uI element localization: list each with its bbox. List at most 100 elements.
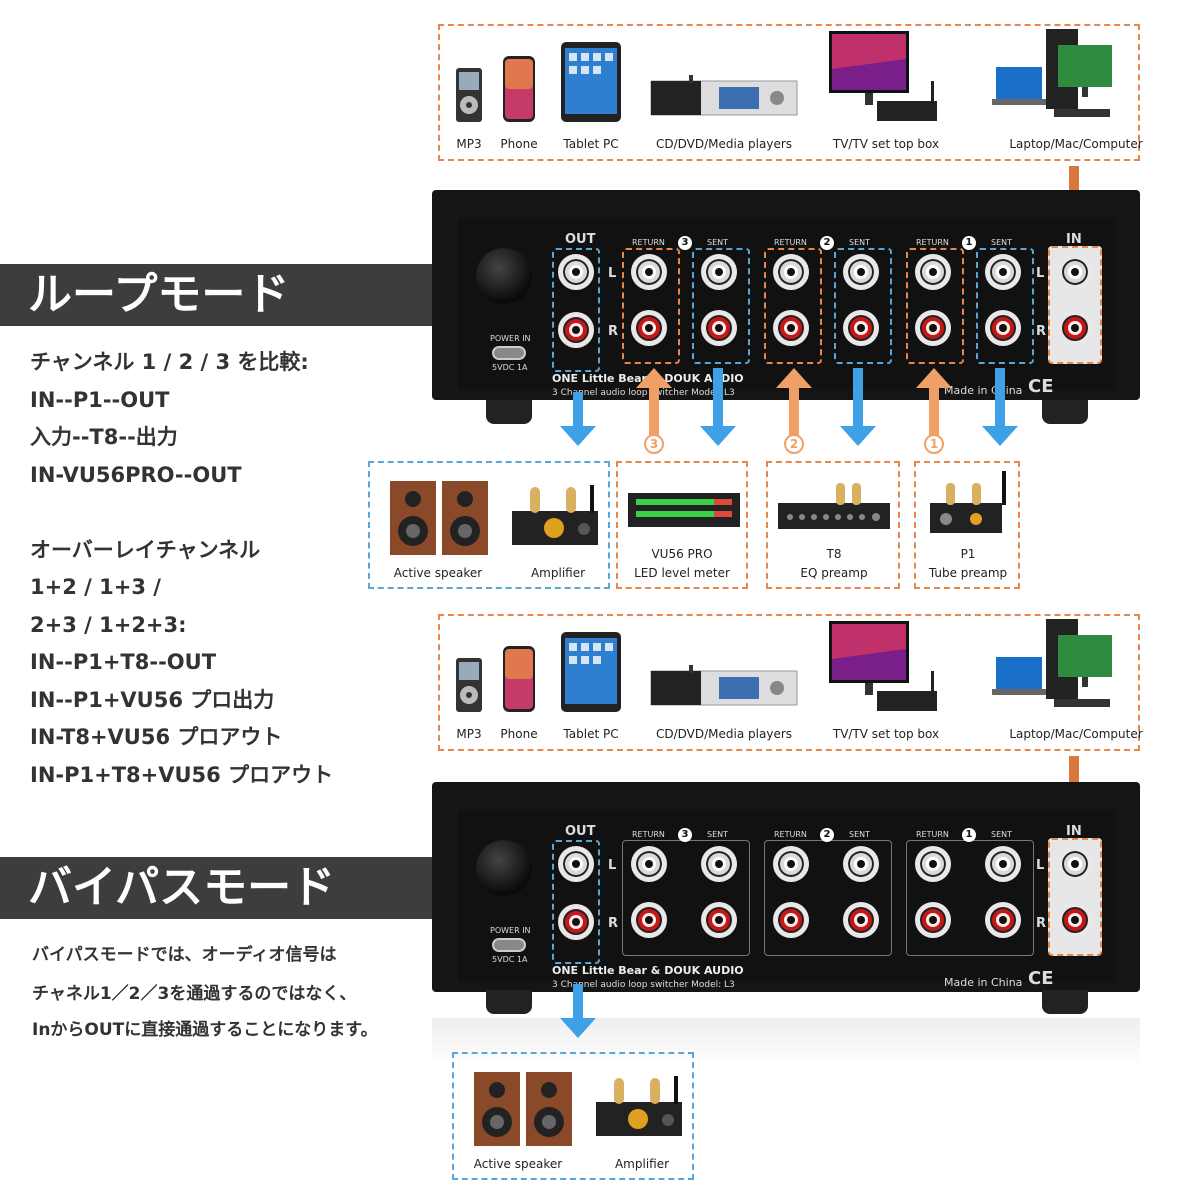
in-jack-right[interactable] bbox=[1057, 902, 1093, 938]
loop-number-3: 3 bbox=[644, 434, 664, 454]
ch1-return-left[interactable] bbox=[915, 846, 951, 882]
loop-switcher-unit-bottom: POWER IN 5VDC 1A OUT L R RETURN SENT 3 R… bbox=[432, 782, 1140, 992]
source-label-tablet: Tablet PC bbox=[563, 727, 619, 741]
ch2-sent-arrow-down bbox=[840, 368, 876, 448]
vu-meter-icon bbox=[628, 493, 740, 527]
power-in-label: POWER IN bbox=[490, 926, 531, 935]
ch3-return-group bbox=[622, 248, 680, 364]
selector-knob[interactable] bbox=[476, 840, 532, 896]
ch3-sent-arrow-down bbox=[700, 368, 736, 448]
ch2-sent-left[interactable] bbox=[843, 254, 879, 290]
source-label-tv: TV/TV set top box bbox=[832, 137, 940, 151]
ch1-return-right[interactable] bbox=[915, 902, 951, 938]
source-label-mp3: MP3 bbox=[456, 137, 482, 151]
ch2-return-right[interactable] bbox=[773, 902, 809, 938]
ch2-sent-left[interactable] bbox=[843, 846, 879, 882]
ch3-return-right[interactable] bbox=[631, 902, 667, 938]
device-foot bbox=[1042, 400, 1088, 424]
model-line: 3 Channel audio loop switcher Model: L3 bbox=[552, 388, 735, 398]
channel-number-3: 3 bbox=[678, 828, 692, 842]
ch2-return-right[interactable] bbox=[773, 310, 809, 346]
ch1-sent-right[interactable] bbox=[985, 310, 1021, 346]
ch3-sent-right[interactable] bbox=[701, 310, 737, 346]
ch3-return-arrow-up bbox=[636, 368, 672, 438]
phone-icon bbox=[502, 645, 536, 717]
tablet-icon bbox=[560, 41, 622, 127]
loop-text-line: 1+2 / 1+3 / bbox=[30, 575, 161, 599]
sent-label: SENT bbox=[849, 830, 871, 839]
ch3-sent-right[interactable] bbox=[701, 902, 737, 938]
eq-preamp-icon bbox=[778, 483, 890, 529]
source-devices-box-bottom: MP3 Phone Tablet PC CD/DVD/Media players… bbox=[438, 614, 1143, 751]
out-jack-right[interactable] bbox=[558, 312, 594, 348]
source-label-tablet: Tablet PC bbox=[563, 137, 619, 151]
usb-c-port bbox=[492, 938, 526, 952]
ch3-return-right[interactable] bbox=[631, 310, 667, 346]
ch3-sent-left[interactable] bbox=[701, 846, 737, 882]
sent-label: SENT bbox=[991, 830, 1013, 839]
bypass-mode-banner: バイパスモード bbox=[0, 857, 432, 919]
ch2-sent-right[interactable] bbox=[843, 902, 879, 938]
device-reflection bbox=[432, 1018, 1140, 1068]
ch1-return-group bbox=[906, 248, 964, 364]
t8-label: T8 bbox=[826, 547, 842, 561]
r-label: R bbox=[1036, 324, 1047, 339]
ch3-sent-left[interactable] bbox=[701, 254, 737, 290]
ch1-return-left[interactable] bbox=[915, 254, 951, 290]
loop-text-line: IN-T8+VU56 プロアウト bbox=[30, 725, 283, 749]
tablet-icon bbox=[560, 631, 622, 717]
loop-text-line: チャンネル 1 / 2 / 3 を比較: bbox=[30, 350, 309, 374]
ch1-sent-left[interactable] bbox=[985, 846, 1021, 882]
in-jack-left[interactable] bbox=[1057, 254, 1093, 290]
ce-mark: CE bbox=[1028, 968, 1054, 989]
source-label-media: CD/DVD/Media players bbox=[655, 137, 793, 151]
r-label: R bbox=[608, 916, 619, 931]
mp3-player-icon bbox=[455, 657, 483, 717]
selector-knob[interactable] bbox=[476, 248, 532, 304]
sent-label: SENT bbox=[991, 238, 1013, 247]
source-label-media: CD/DVD/Media players bbox=[655, 727, 793, 741]
out-label: OUT bbox=[565, 232, 596, 247]
media-player-icon bbox=[649, 73, 799, 127]
ch3-sent-group bbox=[692, 248, 750, 364]
sent-label: SENT bbox=[707, 830, 729, 839]
amplifier-icon bbox=[596, 1076, 682, 1136]
ch2-return-left[interactable] bbox=[773, 846, 809, 882]
ch1-sent-arrow-down bbox=[982, 368, 1018, 448]
ch1-sent-left[interactable] bbox=[985, 254, 1021, 290]
ch1-return-arrow-up bbox=[916, 368, 952, 438]
out-jack-group bbox=[552, 840, 600, 964]
t8-box: T8 EQ preamp bbox=[766, 461, 900, 589]
bypass-out-arrow-down bbox=[560, 984, 596, 1040]
channel-number-1: 1 bbox=[962, 236, 976, 250]
power-spec-label: 5VDC 1A bbox=[492, 363, 528, 372]
loop-text-line: 入力--T8--出力 bbox=[30, 425, 178, 449]
phone-icon bbox=[502, 55, 536, 127]
ch2-sent-right[interactable] bbox=[843, 310, 879, 346]
source-devices-box-top: MP3 Phone Tablet PC CD/DVD/Media players… bbox=[438, 24, 1143, 161]
out-jack-left[interactable] bbox=[558, 254, 594, 290]
out-jack-left[interactable] bbox=[558, 846, 594, 882]
loop-text-line: オーバーレイチャンネル bbox=[30, 538, 261, 562]
loop-mode-banner: ループモード bbox=[0, 264, 432, 326]
l-label: L bbox=[1036, 266, 1045, 281]
return-label: RETURN bbox=[916, 830, 949, 839]
l-label: L bbox=[1036, 858, 1045, 873]
speaker-icon bbox=[474, 1072, 572, 1146]
bypass-text-line: InからOUTに直接通過することになります。 bbox=[32, 1020, 378, 1040]
ch2-return-left[interactable] bbox=[773, 254, 809, 290]
channel-number-1: 1 bbox=[962, 828, 976, 842]
in-jack-right[interactable] bbox=[1057, 310, 1093, 346]
ch3-return-left[interactable] bbox=[631, 254, 667, 290]
return-label: RETURN bbox=[774, 238, 807, 247]
out-jack-right[interactable] bbox=[558, 904, 594, 940]
ch1-return-right[interactable] bbox=[915, 310, 951, 346]
ch3-return-left[interactable] bbox=[631, 846, 667, 882]
brand-line: ONE Little Bear & DOUK AUDIO bbox=[552, 964, 744, 977]
in-jack-left[interactable] bbox=[1057, 846, 1093, 882]
channel-number-2: 2 bbox=[820, 236, 834, 250]
ch1-sent-right[interactable] bbox=[985, 902, 1021, 938]
usb-c-port bbox=[492, 346, 526, 360]
ch1-sent-group bbox=[976, 248, 1034, 364]
ch2-return-arrow-up bbox=[776, 368, 812, 438]
